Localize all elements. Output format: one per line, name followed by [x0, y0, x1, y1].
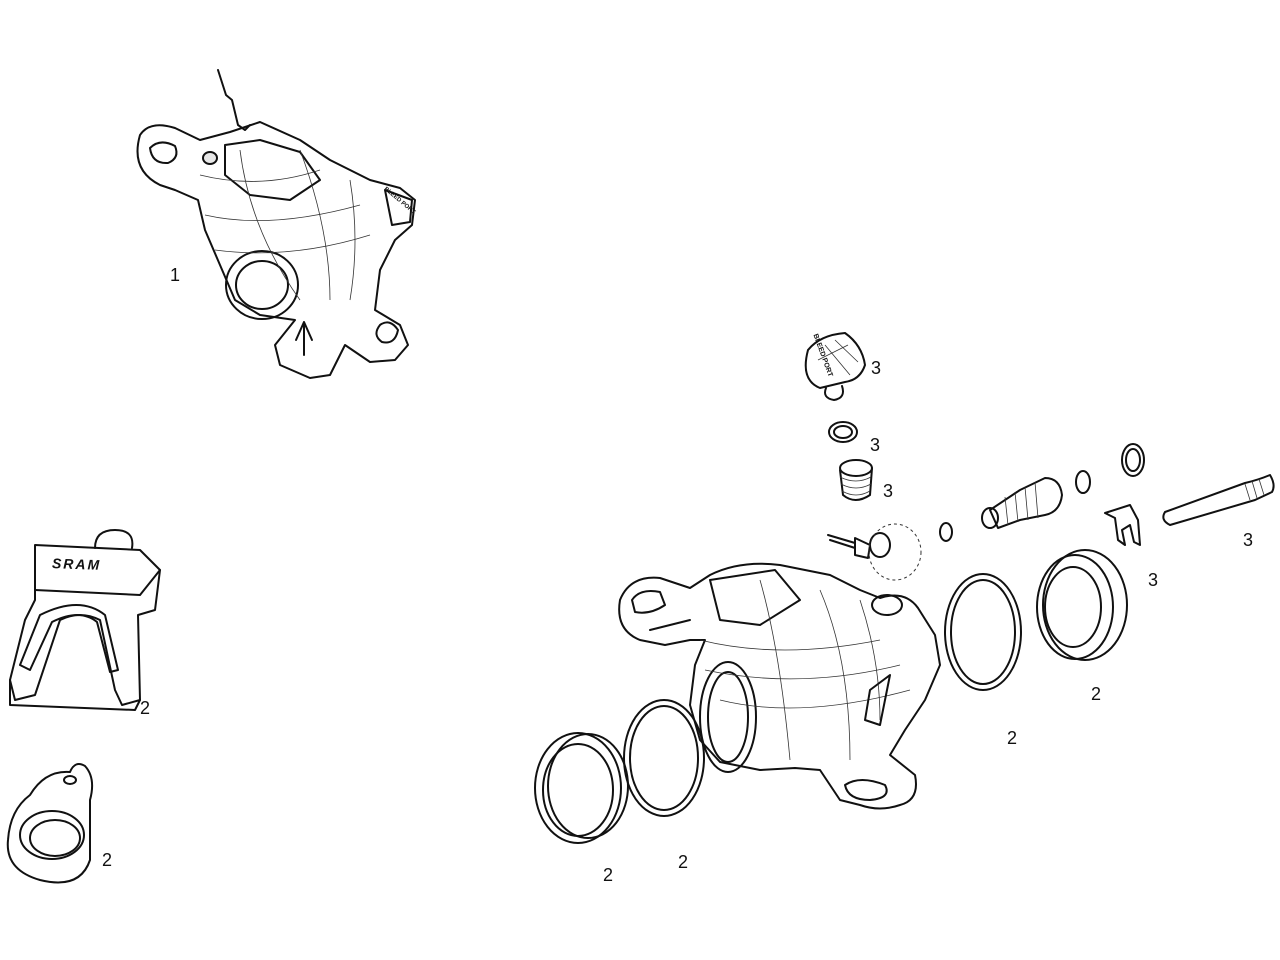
small-o-ring: [939, 522, 953, 542]
pad-retaining-pin: [1162, 474, 1275, 526]
callout-seal-left: 2: [678, 852, 689, 872]
callout-piston-left: 2: [603, 865, 614, 885]
callout-o-ring: 3: [870, 435, 881, 455]
o-ring: [828, 421, 858, 443]
callout-1: 1: [170, 265, 181, 285]
bleed-screw: [839, 459, 873, 501]
callout-bleed-screw: 3: [883, 481, 894, 501]
piston-left: [534, 732, 629, 844]
washer: [1075, 470, 1091, 494]
sram-logo: SRAM: [51, 555, 102, 573]
callout-pad-spacer: 2: [102, 850, 113, 870]
callout-pad-pin: 3: [1243, 530, 1254, 550]
bleed-port-cap: [804, 332, 866, 401]
bleed-fitting: [827, 523, 922, 581]
callout-bleed-block: 2: [140, 698, 151, 718]
piston-right: [1036, 549, 1128, 661]
pin-clip: [1104, 504, 1141, 546]
callout-piston-right: 2: [1091, 684, 1102, 704]
callout-seal-right: 2: [1007, 728, 1018, 748]
callout-pin-clip: 3: [1148, 570, 1159, 590]
piston-seal-right: [944, 573, 1022, 691]
bleed-block: [9, 529, 161, 711]
piston-seal-left: [623, 699, 705, 817]
pad-spacer: [6, 763, 94, 884]
callout-bleed-port-cap: 3: [871, 358, 882, 378]
caliper-body: [618, 562, 941, 810]
bleed-valve-assembly: [981, 477, 1063, 529]
assembled-caliper: [136, 69, 416, 379]
